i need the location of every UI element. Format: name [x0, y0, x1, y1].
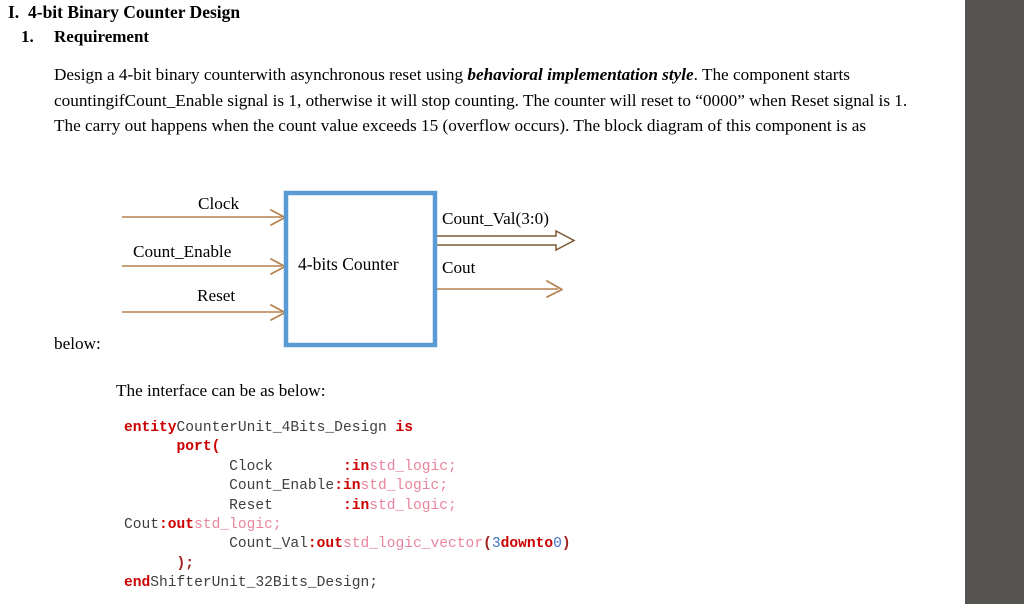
right-gutter-panel	[965, 0, 1024, 604]
code-token: end	[124, 575, 151, 592]
code-token: );	[176, 555, 195, 572]
input-arrow-count-enable	[122, 258, 286, 275]
heading-subsection-1: 1. Requirement	[21, 27, 149, 47]
code-line: endShifterUnit_32Bits_Design;	[124, 574, 571, 593]
code-token: std_logic;	[360, 478, 449, 495]
code-token: Cout	[124, 517, 160, 534]
code-line: Reset :instd_logic;	[124, 497, 571, 516]
code-token: Count_Val	[124, 536, 308, 553]
block-diagram: Clock Count_Enable Reset 4-bits Counter …	[0, 0, 640, 380]
document-page: I. 4-bit Binary Counter Design 1. Requirem…	[0, 0, 926, 594]
diagram-label-count-enable: Count_Enable	[133, 242, 232, 261]
code-line: entityCounterUnit_4Bits_Design is	[124, 419, 571, 438]
counter-block	[283, 190, 438, 348]
code-token: port(	[176, 439, 221, 456]
code-token: ShifterUnit_32Bits_Design;	[150, 575, 378, 592]
code-token: )	[561, 536, 571, 553]
code-line: Clock :instd_logic;	[124, 458, 571, 477]
code-token: Count_Enable	[124, 478, 335, 495]
heading-2-number: 1.	[21, 27, 34, 46]
diagram-label-clock: Clock	[198, 194, 240, 213]
code-token: entity	[124, 420, 177, 436]
input-arrow-reset	[122, 304, 286, 321]
requirement-paragraph: Design a 4-bit binary counterwith asynch…	[54, 62, 926, 139]
heading-1-number: I.	[8, 2, 20, 22]
code-token: std_logic;	[369, 458, 457, 475]
diagram-label-block: 4-bits Counter	[298, 254, 399, 274]
code-line: );	[124, 555, 571, 574]
code-line: Count_Enable:instd_logic;	[124, 477, 571, 496]
vhdl-entity-code: entityCounterUnit_4Bits_Design is port( …	[124, 419, 571, 594]
code-token: (	[483, 536, 492, 553]
paragraph-part-1: Design a 4-bit binary counterwith asynch…	[54, 65, 468, 84]
diagram-label-reset: Reset	[197, 286, 236, 305]
output-bus-arrow-count-val	[435, 229, 576, 252]
diagram-label-cout: Cout	[442, 258, 476, 277]
code-line: Count_Val:outstd_logic_vector(3downto0)	[124, 535, 571, 554]
code-token: std_logic;	[369, 497, 457, 514]
code-token: :out	[159, 517, 195, 534]
code-token: :in	[342, 458, 370, 475]
code-token: Clock	[124, 458, 343, 475]
paragraph-emphasis: behavioral implementation style	[467, 65, 694, 84]
code-token: :out	[307, 536, 343, 553]
code-token: :in	[334, 478, 361, 495]
code-token: 0	[553, 536, 562, 553]
code-token: Reset	[124, 497, 343, 514]
below-label: below:	[54, 334, 101, 353]
code-token: downto	[500, 536, 554, 553]
interface-caption: The interface can be as below:	[116, 381, 326, 400]
input-arrow-clock	[122, 209, 286, 226]
diagram-label-count-val: Count_Val(3:0)	[442, 209, 549, 228]
code-token: is	[395, 420, 414, 436]
heading-2-text: Requirement	[54, 27, 150, 46]
code-token	[124, 439, 177, 455]
code-line: Cout:outstd_logic;	[124, 516, 571, 535]
code-line: port(	[124, 438, 571, 457]
code-token: std_logic;	[194, 517, 282, 534]
code-token: std_logic_vector	[342, 536, 484, 553]
paragraph-part-2: . The component starts countingifCount_E…	[54, 65, 908, 136]
heading-section-1: I. 4-bit Binary Counter Design	[8, 2, 240, 23]
code-token: 3	[491, 536, 501, 553]
code-token: :in	[342, 497, 370, 514]
heading-1-text: 4-bit Binary Counter Design	[28, 2, 241, 22]
code-token: CounterUnit_4Bits_Design	[176, 420, 396, 436]
output-arrow-cout	[436, 280, 563, 298]
code-token	[124, 556, 177, 572]
